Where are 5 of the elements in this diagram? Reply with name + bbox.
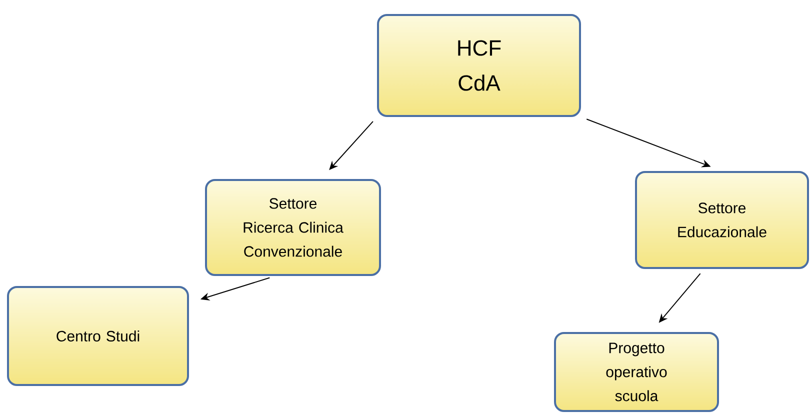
process-box: Centro Studi — [7, 286, 189, 386]
process-box: Progetto operativo scuola — [554, 332, 719, 412]
process-box: HCF CdA — [377, 14, 581, 117]
process-box: Settore Ricerca Clinica Convenzionale — [205, 179, 381, 276]
process-box: Settore Educazionale — [635, 171, 809, 269]
